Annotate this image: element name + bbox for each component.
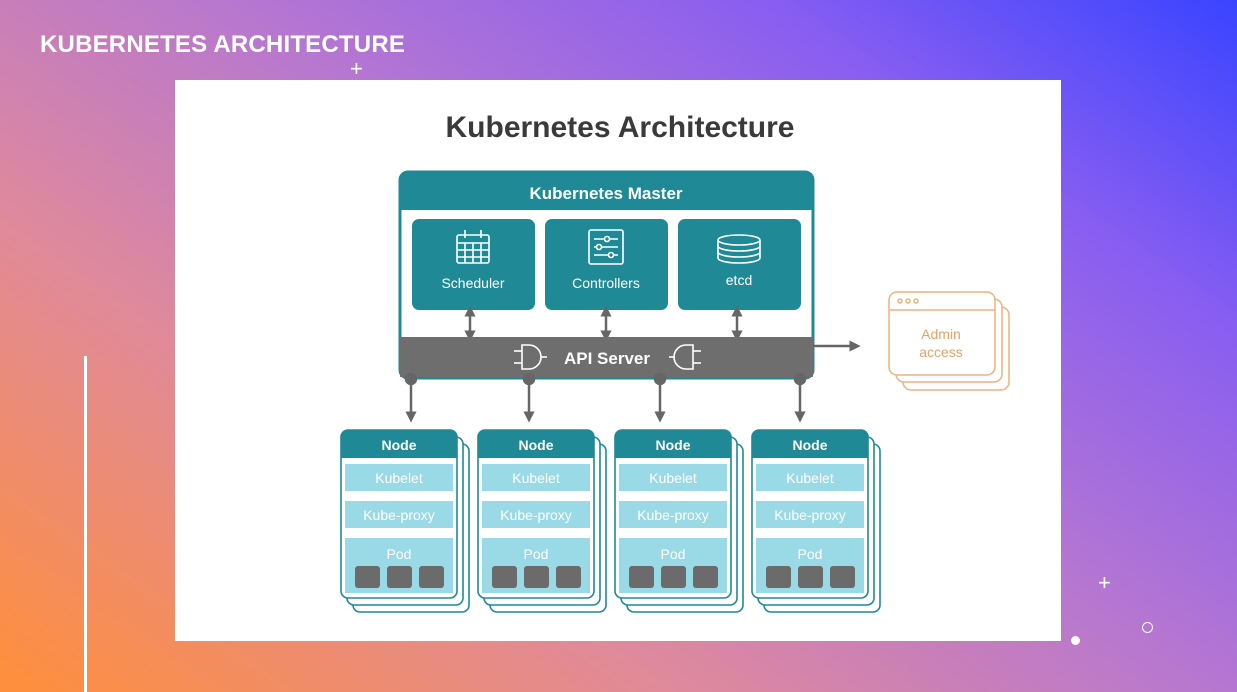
- plug-icon: [514, 344, 547, 370]
- kubelet-label: Kubelet: [649, 470, 697, 486]
- admin-label-line2: access: [919, 344, 963, 360]
- node-label: Node: [382, 437, 417, 453]
- kube-proxy-label: Kube-proxy: [637, 507, 709, 523]
- pod-box: [556, 566, 581, 588]
- pod-label: Pod: [387, 546, 412, 562]
- slide-title: KUBERNETES ARCHITECTURE: [40, 31, 406, 58]
- ring-decoration-icon: [1142, 622, 1153, 633]
- architecture-diagram: Kubernetes Architecture Kubernetes Maste…: [340, 111, 1010, 613]
- node-box: Node Kubelet Kube-proxy Pod: [614, 429, 744, 613]
- pod-box: [830, 566, 855, 588]
- etcd-label: etcd: [726, 272, 752, 288]
- pod-label: Pod: [524, 546, 549, 562]
- vertical-line-decoration: [84, 356, 87, 692]
- node-box: Node Kubelet Kube-proxy Pod: [477, 429, 607, 613]
- api-server-label: API Server: [564, 349, 650, 368]
- pod-box: [693, 566, 718, 588]
- pod-box: [798, 566, 823, 588]
- diagram-title: Kubernetes Architecture: [446, 111, 795, 144]
- pod-box: [355, 566, 380, 588]
- scheduler-component: Scheduler: [412, 219, 535, 310]
- plus-decoration-icon: +: [350, 56, 363, 81]
- pod-label: Pod: [798, 546, 823, 562]
- scheduler-label: Scheduler: [441, 275, 504, 291]
- api-server-bar: API Server: [400, 337, 813, 377]
- kubelet-label: Kubelet: [512, 470, 560, 486]
- pod-box: [492, 566, 517, 588]
- node-box: Node Kubelet Kube-proxy Pod: [340, 429, 470, 613]
- calendar-icon: [456, 230, 490, 264]
- controllers-label: Controllers: [572, 275, 640, 291]
- database-icon: [717, 234, 761, 264]
- node-label: Node: [519, 437, 554, 453]
- node-box: Node Kubelet Kube-proxy Pod: [751, 429, 881, 613]
- master-label: Kubernetes Master: [529, 184, 682, 203]
- kube-proxy-label: Kube-proxy: [500, 507, 572, 523]
- pod-box: [629, 566, 654, 588]
- plus-decoration-icon: +: [1098, 570, 1111, 595]
- dot-decoration-icon: [1071, 636, 1080, 645]
- kube-proxy-label: Kube-proxy: [774, 507, 846, 523]
- controllers-component: Controllers: [545, 219, 668, 310]
- pod-box: [766, 566, 791, 588]
- admin-label-line1: Admin: [921, 326, 961, 342]
- node-label: Node: [793, 437, 828, 453]
- pod-box: [419, 566, 444, 588]
- socket-icon: [669, 344, 701, 370]
- admin-access-window: [888, 291, 1010, 391]
- sliders-icon: [588, 229, 624, 265]
- kubelet-label: Kubelet: [786, 470, 834, 486]
- pod-label: Pod: [661, 546, 686, 562]
- kube-proxy-label: Kube-proxy: [363, 507, 435, 523]
- etcd-component: etcd: [678, 219, 801, 310]
- pod-box: [524, 566, 549, 588]
- pod-box: [387, 566, 412, 588]
- node-label: Node: [656, 437, 691, 453]
- pod-box: [661, 566, 686, 588]
- diagram-panel: Kubernetes Architecture Kubernetes Maste…: [175, 80, 1061, 641]
- kubelet-label: Kubelet: [375, 470, 423, 486]
